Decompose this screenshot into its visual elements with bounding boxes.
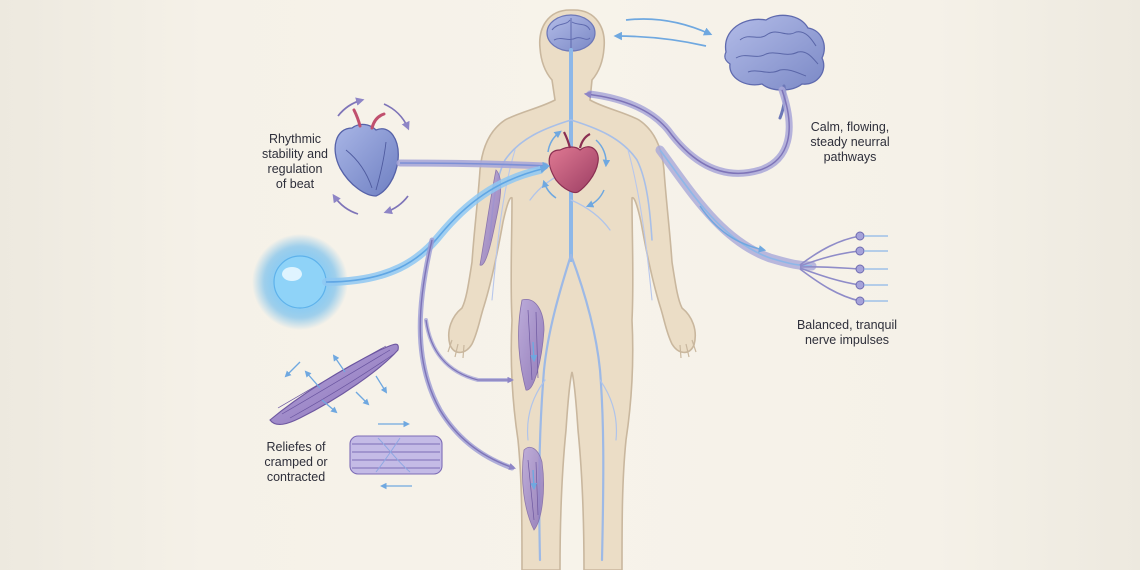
nerve-impulses-label-line: nerve impulses xyxy=(804,333,890,347)
heart-rhythm-label-line: regulation xyxy=(267,162,323,176)
orb-pathway-lower xyxy=(417,237,515,471)
heart-rhythm-icon xyxy=(332,97,410,215)
neural-pathways-label-line: pathways xyxy=(823,150,877,164)
cycle-arrow-icon xyxy=(383,195,409,215)
heart-rhythm-label-line: stability and xyxy=(261,147,328,161)
nerve-impulses-label-line: Balanced, tranquil xyxy=(796,318,898,332)
brain-link-arrows xyxy=(613,18,713,47)
head-brain-icon xyxy=(546,14,596,52)
heart-rhythm-label-line: Rhythmic xyxy=(268,132,322,146)
neural-pathways-label: Calm, flowing, steady neurral pathways xyxy=(790,120,910,165)
leg-flow-arrows xyxy=(530,341,538,491)
body-silhouette xyxy=(447,9,697,570)
muscle-relief-label-line: Reliefes of xyxy=(266,440,326,454)
glow-orb-icon xyxy=(252,234,348,330)
cycle-arrow-icon xyxy=(383,103,410,131)
chest-heart-icon xyxy=(541,130,611,208)
brain-icon xyxy=(724,14,825,120)
nerve-impulses-label: Balanced, tranquil nerve impulses xyxy=(772,318,922,348)
neural-pathways-label-line: Calm, flowing, xyxy=(810,120,890,134)
muscle-icon xyxy=(269,343,399,426)
muscle-relief-label-line: cramped or xyxy=(264,455,328,469)
nerve-ending-icon xyxy=(799,231,888,306)
cycle-arrow-icon xyxy=(337,97,365,117)
cycle-arrow-icon xyxy=(332,193,359,215)
heart-rhythm-label: Rhythmic stability and regulation of bea… xyxy=(240,132,350,192)
heart-rhythm-label-line: of beat xyxy=(275,177,315,191)
muscle-relief-label-line: contracted xyxy=(266,470,326,484)
muscle-relief-label: Reliefes of cramped or contracted xyxy=(246,440,346,485)
muscle-fiber-icon xyxy=(349,420,443,490)
human-body-figure xyxy=(447,9,697,570)
neural-pathways-label-line: steady neurral xyxy=(810,135,890,149)
nerve-pathway xyxy=(655,145,817,271)
